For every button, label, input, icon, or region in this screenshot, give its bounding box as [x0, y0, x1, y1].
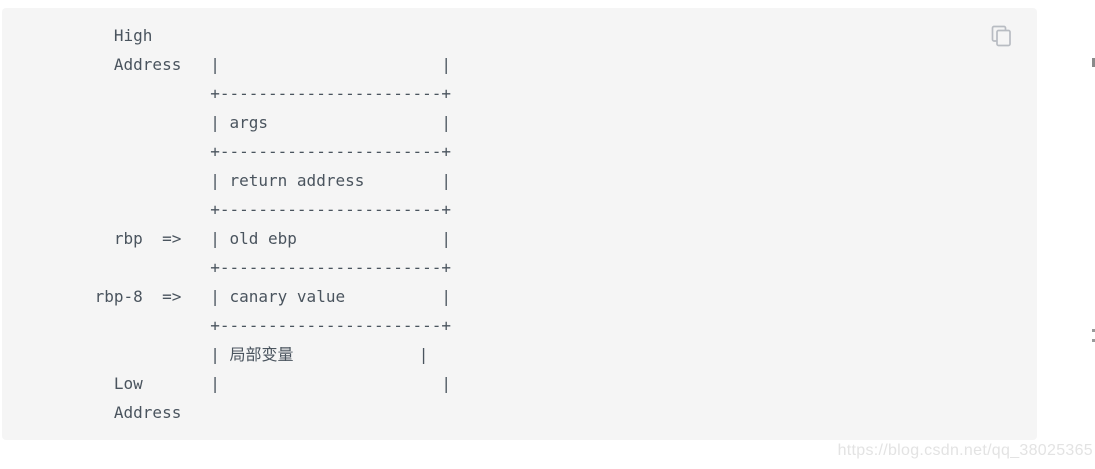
cutoff-sidebar-icon-fragment [1092, 339, 1095, 342]
watermark: https://blog.csdn.net/qq_38025365 [837, 442, 1093, 459]
cutoff-sidebar-icon-fragment [1092, 329, 1095, 332]
copy-icon [991, 25, 1011, 47]
cutoff-sidebar-icon-fragment [1092, 58, 1095, 67]
code-block: High Address | | +----------------------… [2, 8, 1037, 440]
copy-button[interactable] [990, 24, 1014, 48]
ascii-stack-diagram: High Address | | +----------------------… [94, 26, 452, 422]
